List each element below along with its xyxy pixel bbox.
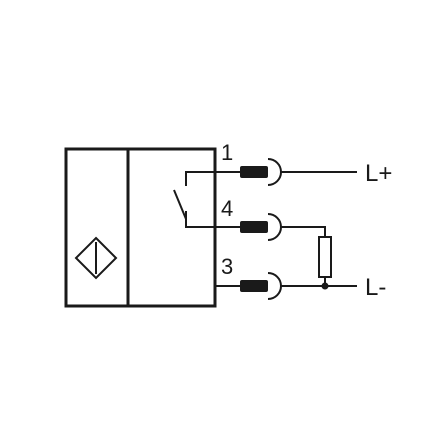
switch-contact	[173, 171, 240, 287]
load-resistor-body	[318, 236, 332, 278]
switch-wire-pin1	[185, 171, 240, 186]
pin-1-socket	[267, 158, 282, 186]
supply-positive-label: L+	[365, 160, 392, 187]
connector-pin-4	[240, 213, 326, 241]
switch-blade	[173, 189, 187, 220]
junction-dot	[321, 282, 329, 290]
pin-1-label: 1	[221, 140, 233, 165]
pin-3-plug	[240, 280, 268, 292]
pin-3-socket	[267, 272, 282, 300]
load-resistor	[318, 236, 332, 290]
connector-pin-3	[240, 272, 357, 300]
supply-negative-label: L-	[365, 274, 386, 301]
inductive-sensor-icon	[74, 236, 118, 280]
connector-pin-1	[240, 158, 357, 186]
pin-3-label: 3	[221, 254, 233, 279]
switch-wire-pin4	[185, 211, 240, 228]
pin-4-socket	[267, 213, 282, 241]
pin-4-plug	[240, 221, 268, 233]
pin-1-plug	[240, 166, 268, 178]
pin-4-lead	[281, 226, 326, 237]
pin-4-label: 4	[221, 196, 233, 221]
